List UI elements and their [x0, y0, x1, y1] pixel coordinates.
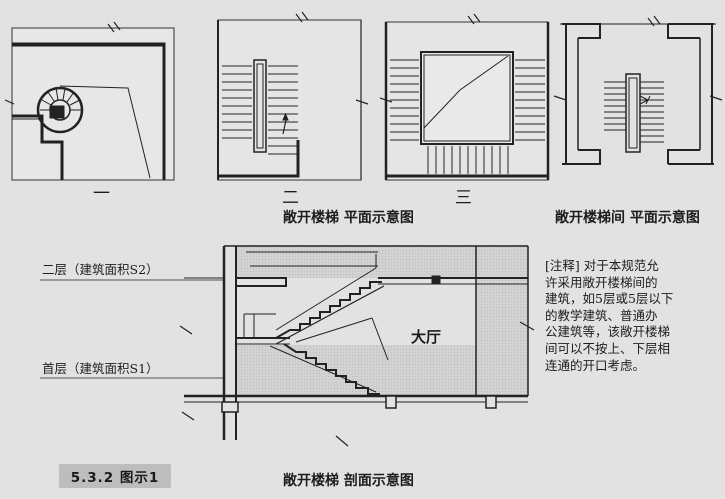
note-line: 连通的开口考虑。 [545, 357, 646, 373]
section-drawing [40, 245, 535, 447]
hall-label: 大厅 [411, 328, 442, 346]
ground-floor-label: 首层（建筑面积S1） [42, 361, 159, 376]
note-line: [注释] 对于本规范允 [545, 258, 659, 273]
note-line: 公建筑等，该敞开楼梯 [545, 324, 671, 340]
plan-4-open-stairwell [553, 15, 723, 165]
plan-1-label: 一 [93, 184, 110, 204]
note-line: 间可以不按上、下层相 [545, 340, 671, 356]
plan-2-label: 二 [282, 188, 299, 208]
plan-1-spiral-stair [4, 21, 175, 181]
open-stairwell-plan-caption: 敞开楼梯间 平面示意图 [555, 210, 700, 226]
open-stair-plan-caption: 敞开楼梯 平面示意图 [283, 210, 414, 226]
open-stair-section-caption: 敞开楼梯 剖面示意图 [283, 473, 414, 489]
second-floor-label: 二层（建筑面积S2） [42, 262, 159, 277]
plan-3-label: 三 [455, 188, 472, 208]
annotation-note: [注释] 对于本规范允 许采用敞开楼梯间的 建筑，如5层或5层以下 的教学建筑、… [545, 258, 720, 374]
note-line: 许采用敞开楼梯间的 [545, 274, 658, 290]
note-line: 建筑，如5层或5层以下 [545, 291, 674, 307]
plan-2-straight-stair [217, 11, 369, 181]
note-line: 的教学建筑、普通办 [545, 307, 658, 323]
plan-3-three-run-stair [379, 13, 550, 181]
figure-number-badge: 5.3.2 图示1 [59, 464, 171, 488]
